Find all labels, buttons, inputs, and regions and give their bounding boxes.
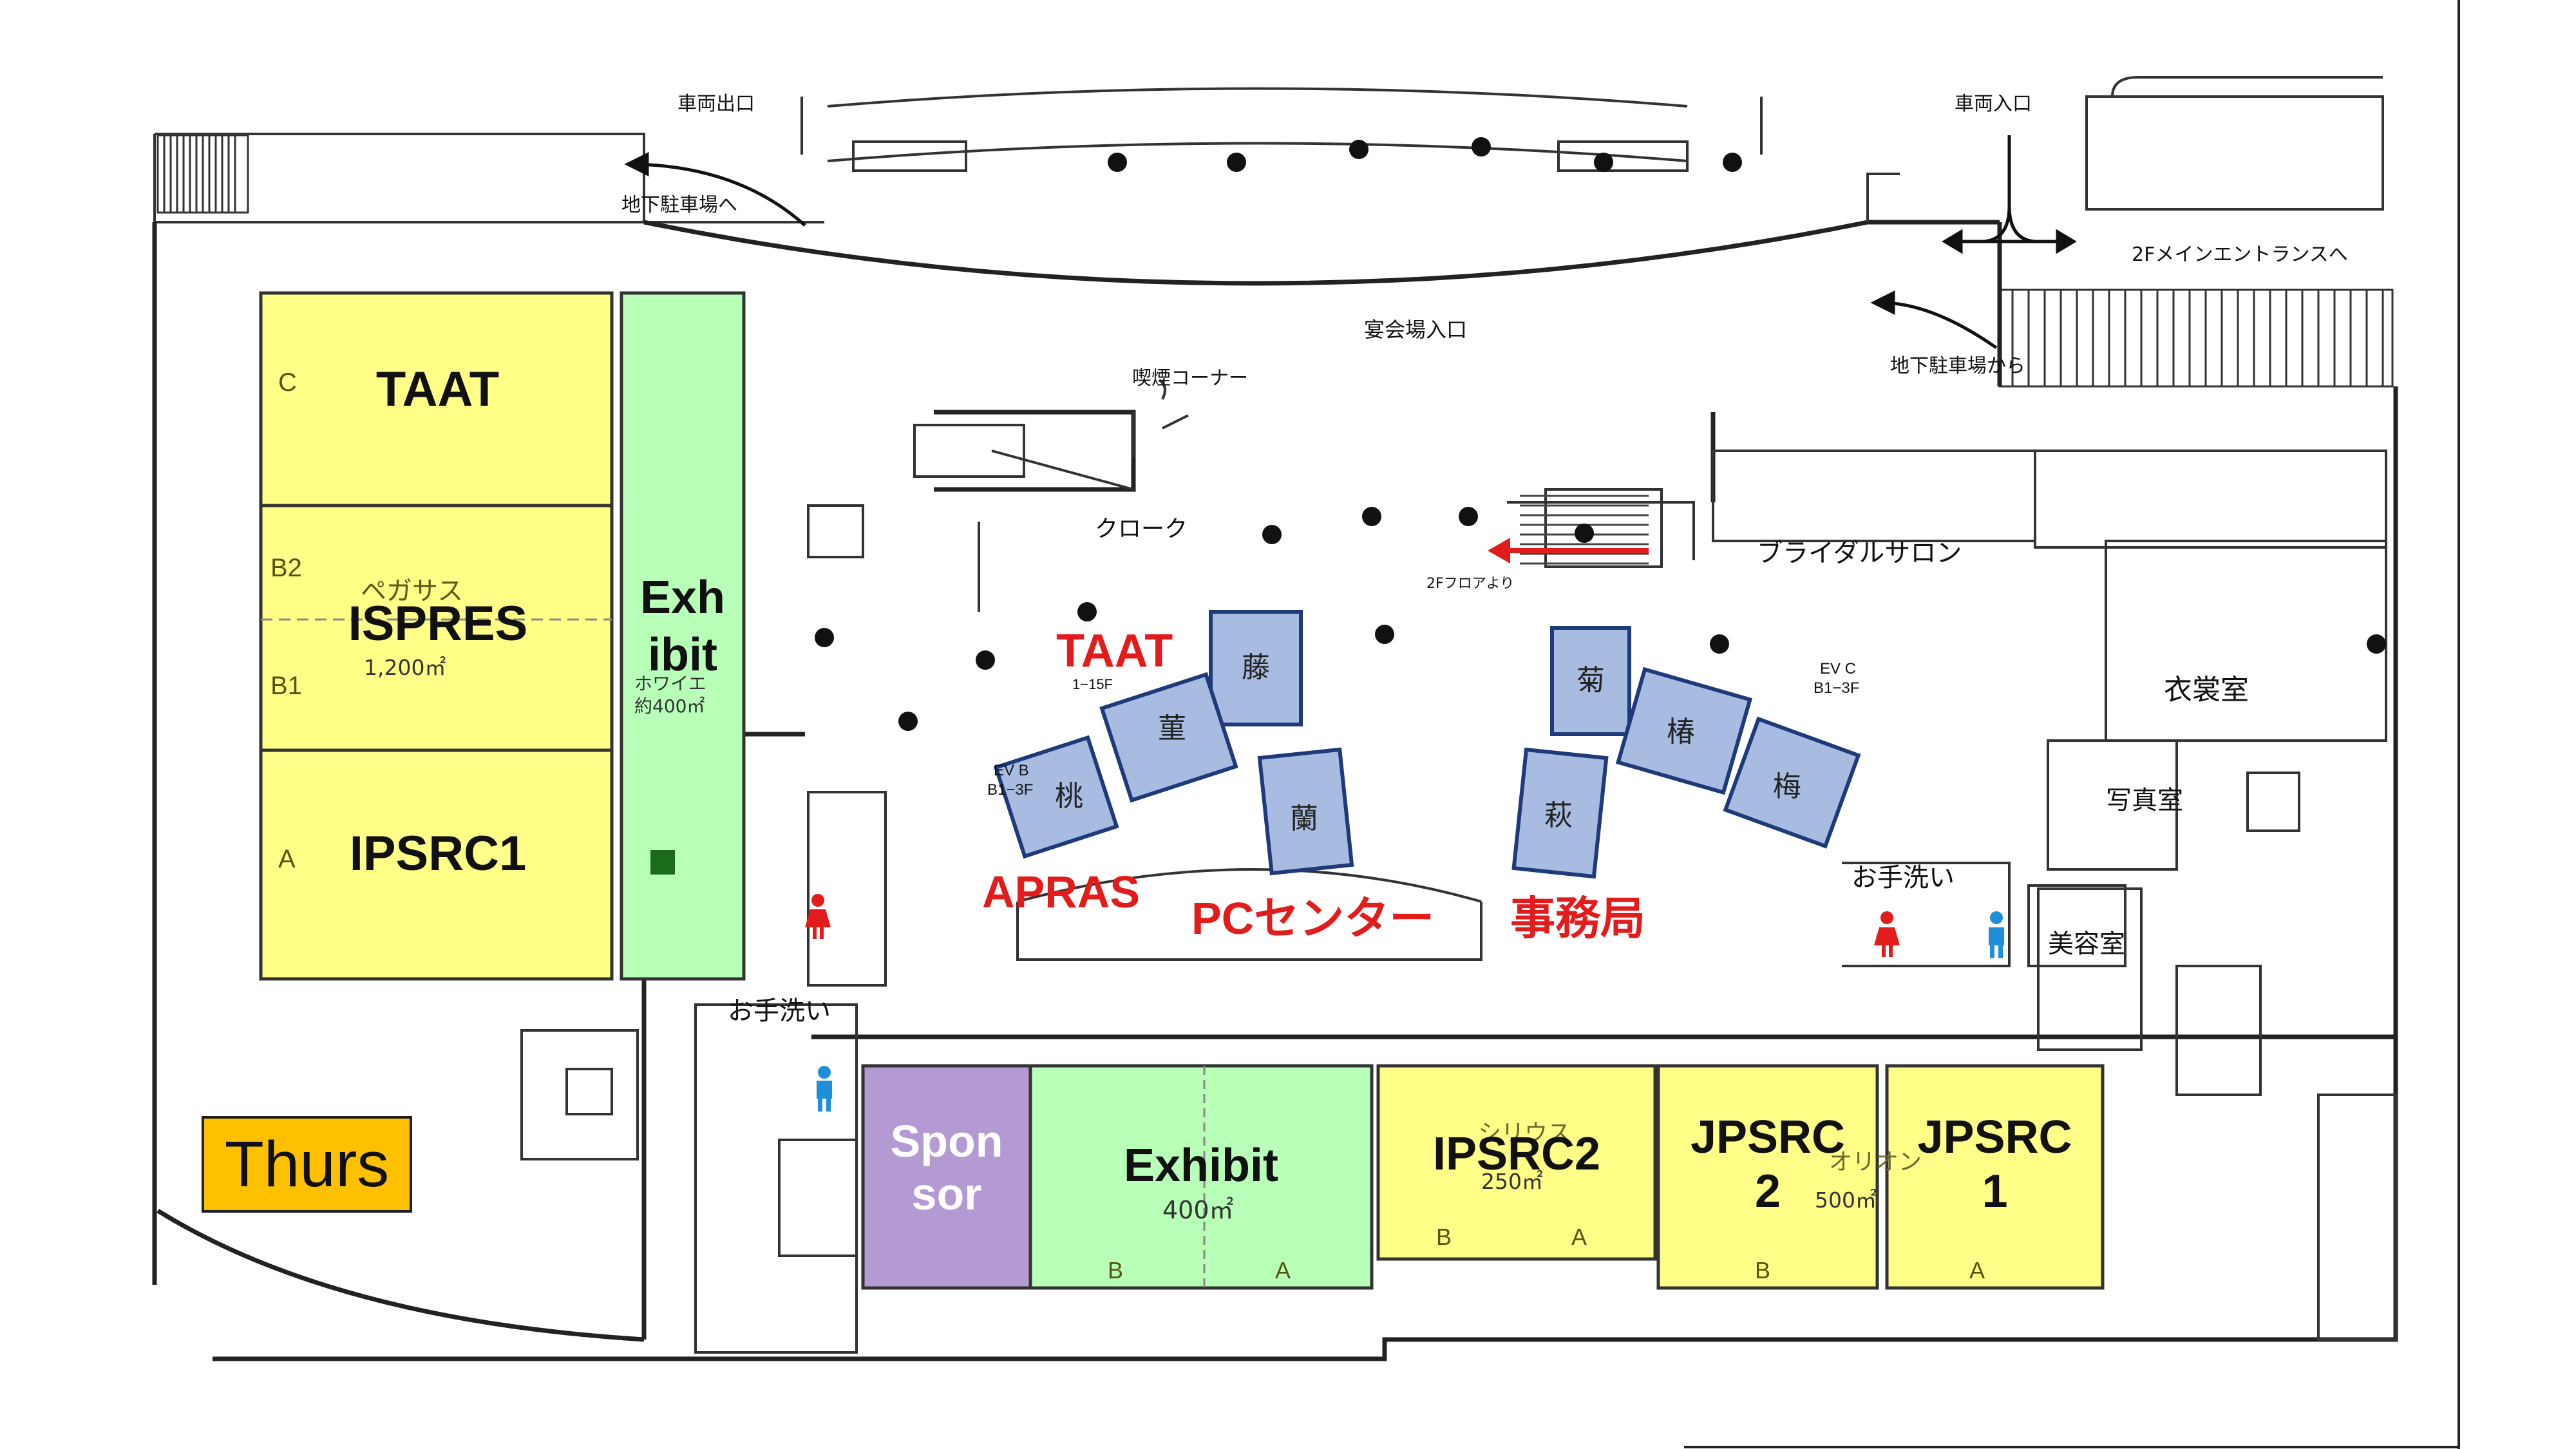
- staircase-top-right: [1998, 289, 2394, 388]
- label-from-underground-parking: 地下駐車場から: [1890, 355, 2025, 377]
- small-room-label-momo: 桃: [1055, 780, 1083, 813]
- label-orion-area: 500㎡: [1815, 1188, 1877, 1213]
- columns: [647, 137, 2386, 876]
- room-ume[interactable]: [1723, 716, 1861, 849]
- room-ipsrc1[interactable]: [259, 748, 614, 981]
- label-foyer-name: ホワイエ: [634, 673, 706, 694]
- label-exhibit-part-b: B: [1108, 1257, 1124, 1283]
- room-sponsor[interactable]: [861, 1064, 1032, 1290]
- label-from-2f-floor: 2Fフロアより: [1426, 576, 1515, 592]
- room-taat-hall[interactable]: [259, 291, 614, 507]
- label-exhibit-part-a: A: [1275, 1257, 1291, 1283]
- red-label-secretariat: 事務局: [1510, 893, 1645, 943]
- room-exhibit-bottom[interactable]: [1028, 1064, 1374, 1290]
- day-badge: Thurs: [202, 1116, 412, 1213]
- label-restroom-left: お手洗い: [728, 996, 831, 1026]
- label-restroom-right: お手洗い: [1852, 863, 1955, 893]
- label-vehicle-exit: 車両出口: [677, 93, 755, 115]
- label-part-a: A: [278, 845, 296, 873]
- small-room-label-tsubaki: 椿: [1667, 715, 1695, 748]
- label-orion-part-b: B: [1755, 1257, 1771, 1283]
- room-label-ispres: ISPRES: [348, 596, 528, 651]
- label-ev-a-floors: 1−15F: [1072, 676, 1113, 692]
- room-exhibit-left[interactable]: [620, 291, 746, 981]
- small-room-label-hagi: 萩: [1544, 799, 1573, 832]
- entrance-driveway: [153, 76, 2384, 277]
- label-to-2f-main-entrance: 2Fメインエントランスへ: [2132, 243, 2348, 266]
- small-room-label-kiku: 菊: [1577, 664, 1605, 697]
- room-label-ipsrc2: IPSRC2: [1432, 1128, 1601, 1180]
- room-label-jpsrc1-2: 1: [1982, 1166, 2008, 1217]
- room-momo[interactable]: [993, 735, 1119, 859]
- small-room-label-fuji: 藤: [1242, 651, 1270, 684]
- label-part-c: C: [278, 368, 297, 397]
- room-sumire[interactable]: [1099, 672, 1238, 803]
- room-label-sponsor-2: sor: [911, 1169, 982, 1219]
- label-to-underground-parking: 地下駐車場へ: [621, 194, 737, 216]
- label-vehicle-entrance: 車両入口: [1955, 93, 2032, 115]
- label-sirius-area: 250㎡: [1481, 1169, 1543, 1194]
- label-costume-room: 衣裳室: [2164, 674, 2249, 706]
- room-tsubaki[interactable]: [1615, 667, 1753, 795]
- small-room-label-sumire: 菫: [1158, 712, 1186, 745]
- label-ev-c-floors: B1−3F: [1814, 679, 1860, 697]
- room-label-exhibit-left-2: ibit: [648, 629, 717, 681]
- room-fuji[interactable]: [1209, 610, 1303, 726]
- room-label-exhibit-bottom: Exhibit: [1123, 1140, 1278, 1191]
- label-exhibit-hall-area: 400㎡: [1162, 1196, 1234, 1224]
- room-label-exhibit-left-1: Exh: [639, 572, 726, 623]
- escalator: [1520, 495, 1649, 565]
- red-label-taat: TAAT: [1056, 625, 1173, 677]
- label-cloak: クローク: [1095, 516, 1188, 542]
- label-photo-studio: 写真室: [2106, 786, 2183, 815]
- room-kiku[interactable]: [1550, 626, 1631, 736]
- room-hagi[interactable]: [1511, 747, 1609, 879]
- room-label-sponsor-1: Spon: [890, 1116, 1003, 1166]
- smoking-icon: [1158, 379, 1189, 430]
- small-room-label-ume: 梅: [1773, 770, 1801, 803]
- traffic-arrows: [624, 135, 2077, 350]
- label-orion: オリオン: [1829, 1149, 1922, 1175]
- room-ipsrc2[interactable]: [1376, 1064, 1657, 1261]
- room-label-jpsrc2-2: 2: [1754, 1166, 1781, 1217]
- restroom-icon-female-left: [805, 894, 831, 939]
- room-label-ipsrc1: IPSRC1: [349, 826, 527, 881]
- label-foyer-area: 約400㎡: [634, 696, 705, 717]
- small-room-label-ran: 蘭: [1290, 802, 1318, 835]
- room-label-jpsrc2-1: JPSRC: [1690, 1112, 1846, 1163]
- label-bridal-salon: ブライダルサロン: [1757, 538, 1962, 568]
- label-sirius-part-a: A: [1571, 1224, 1587, 1250]
- label-ev-b: EV B: [994, 762, 1029, 779]
- label-ev-c: EV C: [1820, 660, 1857, 677]
- inner-walls: [520, 173, 2397, 1354]
- label-orion-part-a: A: [1969, 1257, 1985, 1283]
- floor-arrow-red: [1488, 538, 1649, 564]
- red-label-apras: APRAS: [982, 867, 1141, 917]
- label-sirius-part-b: B: [1436, 1224, 1452, 1250]
- room-label-taat: TAAT: [375, 362, 500, 417]
- label-ev-b-floors: B1−3F: [987, 781, 1034, 799]
- label-smoking-corner: 喫煙コーナー: [1132, 367, 1248, 390]
- label-part-b2: B2: [270, 554, 302, 582]
- staircase-top-left: [156, 134, 249, 214]
- label-pegasus-area: 1,200㎡: [364, 655, 446, 680]
- restroom-icon-female-right: [1874, 911, 1900, 957]
- restroom-icon-male-left: [817, 1066, 832, 1112]
- room-jpsrc1[interactable]: [1885, 1064, 2105, 1290]
- room-jpsrc2[interactable]: [1656, 1064, 1879, 1290]
- room-label-jpsrc1-1: JPSRC: [1917, 1112, 2072, 1163]
- room-ran[interactable]: [1257, 747, 1354, 876]
- red-label-pc-center: PCセンター: [1191, 893, 1435, 943]
- restroom-icon-male-right: [1989, 911, 2004, 958]
- label-sirius: シリウス: [1478, 1120, 1571, 1146]
- label-banquet-entrance: 宴会場入口: [1364, 317, 1468, 342]
- label-part-b1: B1: [270, 672, 302, 700]
- room-ispres[interactable]: [259, 504, 614, 752]
- label-pegasus: ペガサス: [361, 576, 464, 606]
- exhibit-marker: [650, 850, 675, 875]
- label-beauty-salon: 美容室: [2048, 929, 2125, 959]
